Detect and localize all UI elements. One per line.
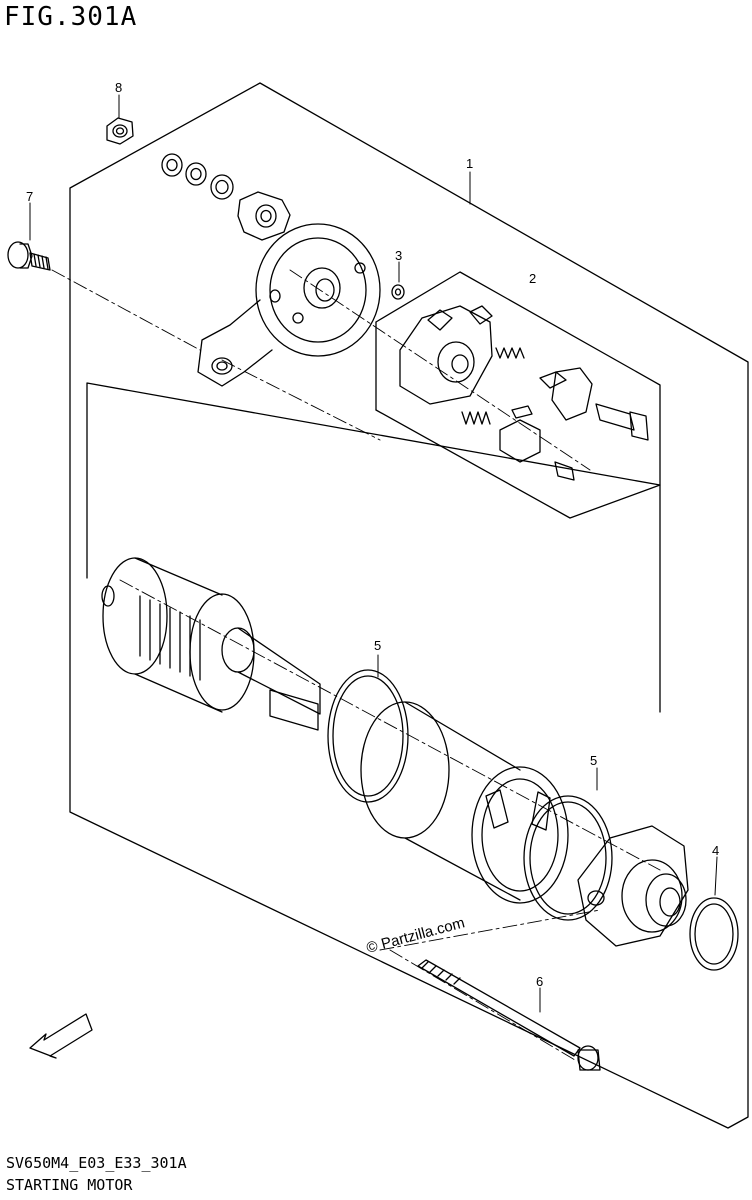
brush-spring [461, 347, 525, 425]
front-bracket [577, 825, 689, 947]
flange-bolt [7, 241, 51, 271]
diagram-title: STARTING MOTOR [6, 1176, 133, 1194]
callout-4: 4 [712, 843, 719, 858]
nut [106, 117, 134, 145]
callout-5b: 5 [590, 753, 597, 768]
brush-holder-frame [375, 271, 661, 519]
callout-5a: 5 [374, 638, 381, 653]
armature [101, 557, 321, 731]
model-code: SV650M4_E03_E33_301A [6, 1154, 187, 1172]
long-bolt [417, 959, 601, 1071]
armature-frame [86, 382, 661, 713]
o-ring-4 [689, 897, 739, 971]
assembly-frame-1 [69, 82, 749, 1129]
callout-6: 6 [536, 974, 543, 989]
callout-1: 1 [466, 156, 473, 171]
leader-lines [29, 94, 718, 1013]
o-ring-upper [327, 669, 409, 803]
axis-lines [51, 269, 661, 1061]
brush-set [499, 367, 649, 481]
callout-8: 8 [115, 80, 122, 95]
figure-id: FIG.301A [4, 2, 138, 32]
washers-stack [161, 153, 234, 200]
brush-holder [399, 305, 493, 405]
callout-2: 2 [529, 271, 536, 286]
watermark: © Partzilla.com [365, 914, 467, 957]
terminal-insulator [237, 191, 291, 241]
washer [391, 284, 405, 300]
callout-3: 3 [395, 248, 402, 263]
callout-7: 7 [26, 189, 33, 204]
rear-cover [197, 223, 381, 387]
fwd-arrow [29, 1013, 93, 1059]
o-ring-lower [523, 795, 613, 921]
yoke [360, 701, 569, 904]
